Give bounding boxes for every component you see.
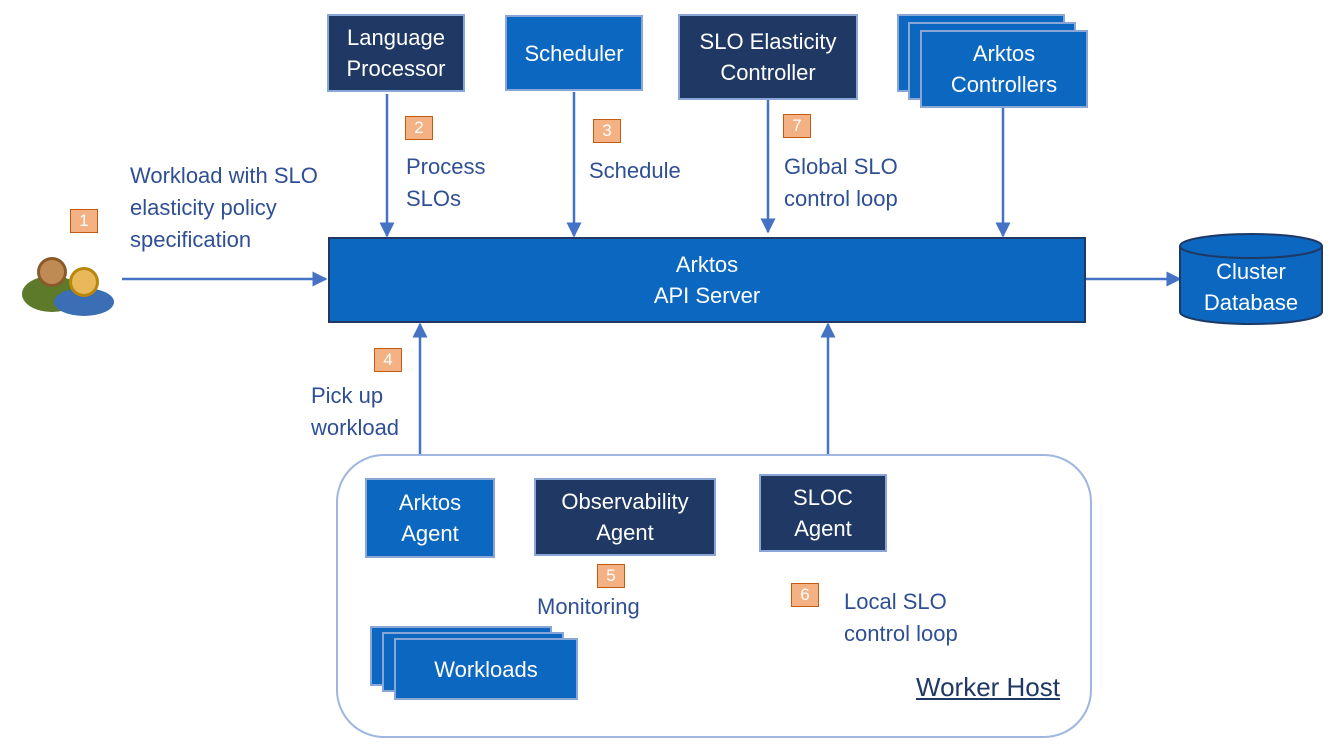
observability-agent-box[interactable]: Observability Agent xyxy=(534,478,716,556)
slo-elasticity-controller-box[interactable]: SLO Elasticity Controller xyxy=(678,14,858,100)
sloc-agent-box[interactable]: SLOC Agent xyxy=(759,474,887,552)
step-badge-3: 3 xyxy=(593,119,621,143)
arktos-agent-box[interactable]: Arktos Agent xyxy=(365,478,495,558)
step-badge-1: 1 xyxy=(70,209,98,233)
global-slo-loop-label: Global SLO control loop xyxy=(784,154,898,211)
schedule-label: Schedule xyxy=(589,158,681,183)
api-server-box[interactable]: Arktos API Server xyxy=(328,237,1086,323)
local-slo-loop-label: Local SLO control loop xyxy=(844,589,958,646)
step-badge-5: 5 xyxy=(597,564,625,588)
language-processor-box[interactable]: Language Processor xyxy=(327,14,465,92)
arktos-controllers-box[interactable]: Arktos Controllers xyxy=(920,30,1088,108)
step-badge-6: 6 xyxy=(791,583,819,607)
step-badge-2: 2 xyxy=(405,116,433,140)
pick-up-workload-label: Pick up workload xyxy=(311,383,400,440)
step-badge-4: 4 xyxy=(374,348,402,372)
scheduler-box[interactable]: Scheduler xyxy=(505,15,643,91)
step-badge-7: 7 xyxy=(783,114,811,138)
monitoring-label: Monitoring xyxy=(537,594,640,619)
process-slos-label: Process SLOs xyxy=(406,154,486,211)
cluster-database-label: Cluster Database xyxy=(1203,259,1299,315)
worker-host-label: Worker Host xyxy=(916,672,1060,702)
workloads-box[interactable]: Workloads xyxy=(394,638,578,700)
database-cylinder xyxy=(1179,233,1323,325)
users-icon xyxy=(22,257,114,316)
workload-spec-label: Workload with SLO elasticity policy spec… xyxy=(130,163,318,252)
